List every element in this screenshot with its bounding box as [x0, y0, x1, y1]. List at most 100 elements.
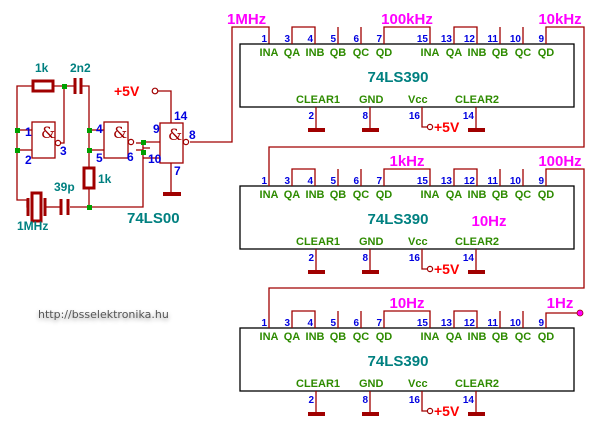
- supply-label: +5V: [114, 83, 140, 99]
- pin-number: 16: [409, 253, 421, 264]
- freq-label-mid: 100kHz: [381, 11, 433, 28]
- wire: [16, 130, 27, 201]
- pin-number: 8: [362, 395, 368, 406]
- capacitor-c1: [73, 78, 83, 94]
- wire: [60, 86, 65, 144]
- supply-terminal-icon: [426, 123, 434, 131]
- wire-qd-ina: [383, 168, 431, 186]
- pin-number: 9: [538, 176, 544, 187]
- pin-label: INA: [260, 189, 279, 201]
- c2-value: 39p: [54, 180, 75, 194]
- and-symbol: &: [113, 123, 127, 142]
- pin-label: QB: [330, 189, 347, 201]
- pin-number: 4: [307, 176, 313, 187]
- pin-label: Vcc: [408, 378, 428, 390]
- wire: [82, 85, 90, 130]
- r2-value: 1k: [98, 172, 112, 186]
- pin-number: 1: [25, 125, 32, 139]
- pin-number: 1: [261, 176, 267, 187]
- pin-label: QA: [446, 47, 463, 59]
- ground-icon: [468, 270, 485, 274]
- pin-number: 4: [307, 34, 313, 45]
- pin-number: 8: [362, 253, 368, 264]
- freq-label-out: 100Hz: [538, 153, 581, 170]
- pin-label: INA: [421, 189, 440, 201]
- pin-label: CLEAR2: [455, 236, 499, 248]
- pin-number: 10: [510, 34, 522, 45]
- pin-number: 5: [330, 318, 336, 329]
- pin-number: 6: [127, 150, 134, 164]
- counter-chip-2: 1INA3QA4INB5QB6QC7QD15INA13QA12INB11QB10…: [239, 153, 582, 277]
- gate-3: & 9 10 8 14 7: [148, 109, 196, 178]
- chip-name: 74LS390: [368, 211, 429, 228]
- output-terminal-icon[interactable]: [576, 309, 584, 317]
- supply-label: +5V: [434, 119, 460, 135]
- ground-icon: [468, 412, 485, 416]
- pin-label: CLEAR1: [296, 94, 340, 106]
- pin-label: QD: [538, 189, 555, 201]
- pin-label: QD: [376, 189, 393, 201]
- pin-number: 5: [330, 176, 336, 187]
- pin-label: QD: [538, 331, 555, 343]
- pin-number: 6: [353, 176, 359, 187]
- ground-icon: [468, 128, 485, 132]
- pin-number: 16: [409, 395, 421, 406]
- freq-label-out: 1Hz: [547, 295, 574, 312]
- c1-value: 2n2: [70, 61, 91, 75]
- pin-number: 1: [261, 34, 267, 45]
- pin-label: INB: [468, 189, 487, 201]
- pin-number: 15: [417, 318, 429, 329]
- pin-number: 3: [284, 176, 290, 187]
- chip-body: [239, 185, 575, 250]
- pin-number: 7: [376, 176, 382, 187]
- pin-label: INB: [468, 331, 487, 343]
- pin-label: QA: [446, 189, 463, 201]
- resistor-r2: [82, 166, 96, 190]
- freq-label-in: 1MHz: [227, 11, 266, 28]
- pin-number: 7: [376, 318, 382, 329]
- supply-terminal-icon: [151, 87, 159, 95]
- pin-label: QA: [446, 331, 463, 343]
- resistor-r1: [31, 79, 55, 93]
- pin-label: QA: [284, 47, 301, 59]
- ground-icon: [163, 192, 181, 196]
- pin-label: INA: [421, 47, 440, 59]
- wire-qd-ina: [383, 310, 431, 328]
- pin-number: 14: [463, 253, 475, 264]
- wire: [421, 249, 427, 270]
- wire: [16, 85, 33, 130]
- pin-number: 4: [307, 318, 313, 329]
- pin-number: 12: [464, 34, 476, 45]
- supply-label: +5V: [434, 403, 460, 419]
- junction-nodes: [15, 84, 146, 210]
- pin-number: 11: [487, 176, 498, 187]
- wire: [421, 391, 427, 412]
- pin-label: QD: [376, 47, 393, 59]
- chip-name: 74LS390: [368, 69, 429, 86]
- counter-chip-3: 1INA3QA4INB5QB6QC7QD15INA13QA12INB11QB10…: [239, 295, 575, 419]
- pin-number: 10: [510, 318, 522, 329]
- chip-name: 74LS390: [368, 353, 429, 370]
- pin-label: Vcc: [408, 94, 428, 106]
- pin-number: 2: [308, 253, 314, 264]
- r1-value: 1k: [35, 61, 49, 75]
- pin-number: 11: [487, 34, 498, 45]
- pin-number: 11: [487, 318, 498, 329]
- pin-label: INB: [306, 189, 325, 201]
- gate-2: & 4 5 6: [96, 121, 135, 165]
- inverter-bubble: [182, 138, 190, 146]
- pin-number: 8: [189, 128, 196, 142]
- pin-label: CLEAR2: [455, 378, 499, 390]
- wire-qa-inb: [291, 168, 316, 186]
- supply-terminal-icon: [426, 407, 434, 415]
- pin-label: QB: [330, 331, 347, 343]
- pin-label: INB: [468, 47, 487, 59]
- and-symbol: &: [41, 123, 55, 142]
- pin-label: INA: [421, 331, 440, 343]
- gate-1: & 1 2 3: [25, 121, 67, 167]
- and-symbol: &: [168, 125, 182, 144]
- pin-number: 3: [284, 34, 290, 45]
- pin-number: 8: [362, 111, 368, 122]
- pin-label: GND: [359, 378, 384, 390]
- wire-qa-inb: [453, 168, 478, 186]
